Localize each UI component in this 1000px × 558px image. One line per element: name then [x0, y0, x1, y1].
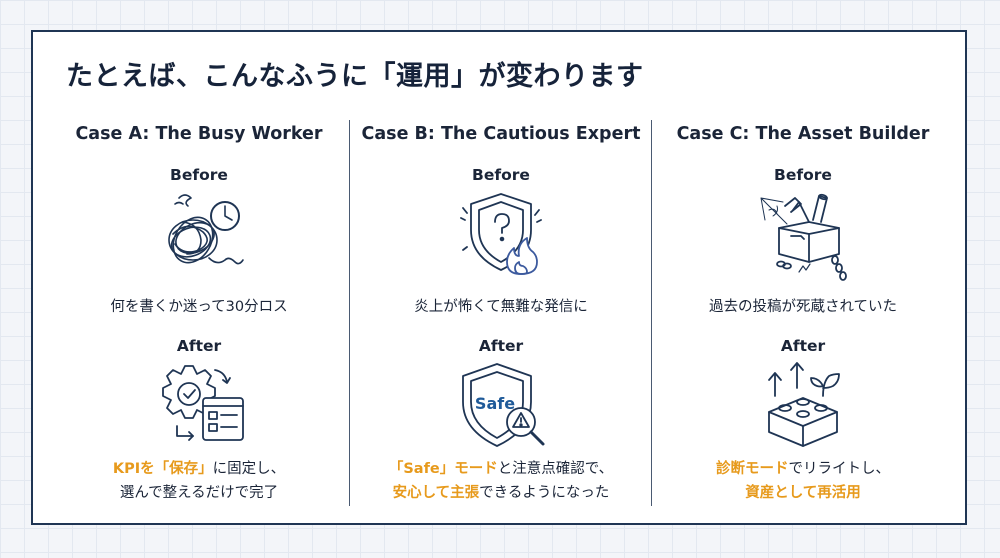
column-divider [651, 120, 652, 506]
highlight-text: 「Safe」モード [388, 461, 498, 477]
case-a-title: Case A: The Busy Worker [75, 124, 323, 144]
before-label: Before [170, 166, 228, 184]
after-label: After [176, 337, 222, 355]
case-a-column: Case A: The Busy Worker Before 何を書くか迷って3… [49, 114, 349, 509]
after-description: 診断モードでリライトし、 資産として再活用 [653, 457, 953, 505]
safe-label: Safe [475, 394, 515, 413]
before-description: 何を書くか迷って30分ロス [110, 299, 288, 315]
chained-box-cobweb-icon [753, 188, 853, 282]
tangled-thread-clock-icon [149, 188, 249, 282]
before-label: Before [774, 166, 832, 184]
after-label: After [478, 337, 524, 355]
result-text: 選んで整えるだけで完了 [119, 485, 279, 501]
case-b-column: Case B: The Cautious Expert Before 炎上が怖く… [351, 114, 651, 509]
case-b-title: Case B: The Cautious Expert [361, 124, 641, 144]
safe-shield-magnifier-icon: Safe [451, 360, 551, 454]
after-description: KPIを「保存」に固定し、 選んで整えるだけで完了 [49, 457, 349, 505]
after-description: 「Safe」モードと注意点確認で、 安心して主張できるようになった [351, 457, 651, 505]
blocks-growth-arrows-icon [753, 360, 853, 454]
result-text: と注意点確認で、 [497, 461, 614, 477]
case-c-column: Case C: The Asset Builder Before [653, 114, 953, 509]
result-text: に固定し、 [212, 461, 286, 477]
result-text: できるようになった [479, 485, 610, 501]
page-title: たとえば、こんなふうに「運用」が変わります [66, 61, 644, 92]
highlight-text: KPIを「保存」 [112, 461, 213, 477]
before-label: Before [472, 166, 530, 184]
main-panel: たとえば、こんなふうに「運用」が変わります Case A: The Busy W… [31, 30, 967, 525]
result-text: でリライトし、 [788, 461, 891, 477]
shield-question-flame-icon [451, 188, 551, 282]
before-description: 炎上が怖くて無難な発信に [414, 299, 588, 315]
case-c-title: Case C: The Asset Builder [676, 124, 930, 144]
before-description: 過去の投稿が死蔵されていた [708, 299, 898, 315]
highlight-text: 安心して主張 [392, 485, 480, 501]
highlight-text: 資産として再活用 [745, 485, 861, 501]
highlight-text: 診断モード [716, 461, 789, 477]
gear-checklist-window-icon [149, 360, 249, 454]
column-divider [349, 120, 350, 506]
after-label: After [780, 337, 826, 355]
